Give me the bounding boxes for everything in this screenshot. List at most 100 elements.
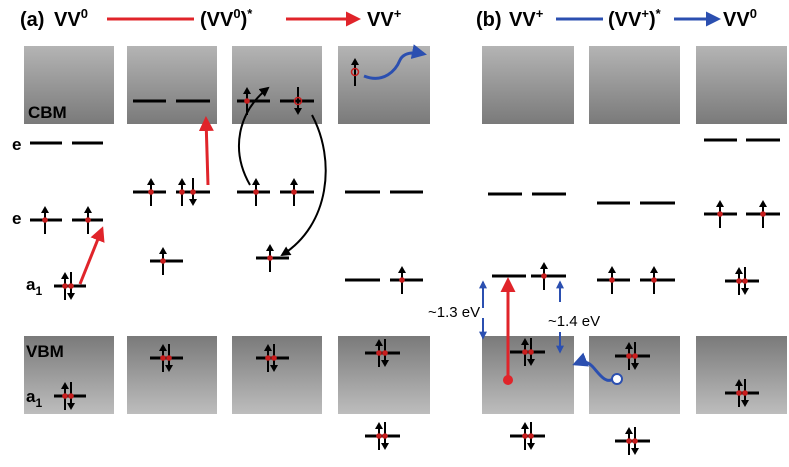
a3-vb-pair-down bbox=[270, 344, 278, 372]
a3-e-spin-2 bbox=[290, 178, 298, 206]
panel-a-initial-state: VV0 bbox=[54, 6, 88, 31]
spin-down-icon bbox=[294, 108, 302, 115]
conduction-band-1 bbox=[24, 46, 114, 124]
panel-a-excited-star: * bbox=[247, 6, 253, 21]
spin-up-icon bbox=[351, 58, 359, 65]
electron-dot bbox=[742, 278, 748, 284]
valence-band-3 bbox=[232, 336, 322, 414]
a3-vb-pair-up bbox=[264, 344, 272, 372]
spin-up-icon bbox=[625, 342, 633, 349]
electron-dot bbox=[265, 355, 271, 361]
energy-levels bbox=[30, 58, 780, 455]
electron-dot bbox=[609, 277, 615, 283]
electron-dot bbox=[382, 433, 388, 439]
spin-up-icon bbox=[61, 382, 69, 389]
spin-up-icon bbox=[243, 87, 251, 94]
a3-cbm-hole bbox=[293, 87, 303, 115]
spin-up-icon bbox=[521, 422, 529, 429]
spin-up-icon bbox=[521, 338, 529, 345]
black-capture-arrow-up bbox=[238, 86, 270, 186]
spin-up-icon bbox=[264, 344, 272, 351]
panel-b-excited-charge: + bbox=[641, 6, 649, 21]
a1-a1-pair-up bbox=[61, 272, 69, 300]
b3-a1-pair-down bbox=[741, 267, 749, 295]
a2-vb-pair-up bbox=[159, 344, 167, 372]
conduction-band-2 bbox=[127, 46, 217, 124]
a1-e-spin-1 bbox=[41, 206, 49, 234]
b1-vb-pair-down bbox=[527, 338, 535, 366]
a4-cbm-electron bbox=[350, 58, 360, 86]
e-lower-label: e bbox=[12, 209, 21, 228]
electron-dot bbox=[160, 355, 166, 361]
spin-up-icon bbox=[759, 200, 767, 207]
electron-dot bbox=[62, 283, 68, 289]
b2-deep-pair-down bbox=[631, 427, 639, 455]
electron-dot bbox=[68, 393, 74, 399]
electron-dot bbox=[148, 189, 154, 195]
spin-down-icon bbox=[527, 443, 535, 450]
vbm-label: VBM bbox=[26, 342, 64, 361]
electron-dot bbox=[376, 433, 382, 439]
a1-a1-pair-down bbox=[67, 272, 75, 300]
spin-up-icon bbox=[61, 272, 69, 279]
a1-vb-pair-up bbox=[61, 382, 69, 410]
panel-a-initial-charge: 0 bbox=[81, 6, 88, 21]
a2-vb-pair-down bbox=[165, 344, 173, 372]
electron-dot bbox=[651, 277, 657, 283]
panel-b-excited-star: * bbox=[656, 6, 662, 21]
b3-e-spin-2 bbox=[759, 200, 767, 228]
b2-vb-pair-up bbox=[625, 342, 633, 370]
spin-up-icon bbox=[159, 247, 167, 254]
spin-down-icon bbox=[67, 403, 75, 410]
electron-dot bbox=[179, 189, 185, 195]
gap-energy-left: ~1.3 eV bbox=[428, 304, 480, 321]
spin-down-icon bbox=[165, 365, 173, 372]
red-excitation-origin bbox=[503, 375, 513, 385]
a4-vb-pair-down bbox=[381, 339, 389, 367]
a3-e-spin-1 bbox=[252, 178, 260, 206]
spin-up-icon bbox=[650, 266, 658, 273]
electron-dot bbox=[190, 189, 196, 195]
b2-deep-pair-up bbox=[625, 427, 633, 455]
electron-dot bbox=[85, 217, 91, 223]
electron-dot bbox=[271, 355, 277, 361]
spin-up-icon bbox=[159, 344, 167, 351]
blue-ionization-arrow bbox=[363, 44, 427, 80]
electron-dot bbox=[760, 211, 766, 217]
e-upper-label: e bbox=[12, 135, 21, 154]
spin-down-icon bbox=[631, 363, 639, 370]
spin-down-icon bbox=[527, 359, 535, 366]
spin-up-icon bbox=[147, 178, 155, 185]
electron-dot bbox=[742, 390, 748, 396]
hole-icon bbox=[611, 373, 623, 385]
a4-deep-pair-down bbox=[381, 422, 389, 450]
electron-dot bbox=[522, 433, 528, 439]
spin-up-icon bbox=[375, 339, 383, 346]
electron-dot bbox=[632, 438, 638, 444]
b3-vb-pair-up bbox=[735, 379, 743, 407]
electron-dot bbox=[541, 273, 547, 279]
a1-lower-label: a1 bbox=[26, 387, 42, 410]
valence-band-2 bbox=[127, 336, 217, 414]
electron-dot bbox=[160, 258, 166, 264]
panel-a-letter: (a) bbox=[20, 9, 44, 31]
spin-down-icon bbox=[381, 360, 389, 367]
electron-ring bbox=[350, 67, 360, 77]
red-excitation-e-to-cbm bbox=[198, 116, 214, 186]
b2-vb-pair-down bbox=[631, 342, 639, 370]
panel-b-initial-charge: + bbox=[536, 6, 544, 21]
a4-vb-pair-up bbox=[375, 339, 383, 367]
electron-ring bbox=[293, 96, 303, 106]
electron-dot bbox=[626, 353, 632, 359]
electron-dot bbox=[62, 393, 68, 399]
conduction-band-5 bbox=[482, 46, 574, 124]
panel-a-final-charge: + bbox=[394, 6, 402, 21]
spin-down-icon bbox=[381, 443, 389, 450]
a1-vb-pair-down bbox=[67, 382, 75, 410]
cbm-label: CBM bbox=[28, 103, 67, 122]
spin-up-icon bbox=[84, 206, 92, 213]
electron-dot bbox=[166, 355, 172, 361]
spin-up-icon bbox=[41, 206, 49, 213]
spin-up-icon bbox=[266, 244, 274, 251]
